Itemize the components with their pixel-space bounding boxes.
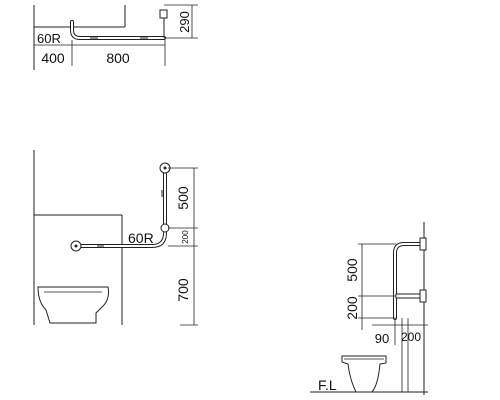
front-dim-vertical: 500 — [175, 186, 191, 210]
side-handrail — [393, 242, 426, 320]
front-dim-bend-gap: 200 — [181, 230, 190, 244]
plan-view: 290 60R 400 800 — [33, 4, 198, 70]
plan-dim-length: 800 — [106, 50, 130, 66]
side-dim-bracket: 200 — [401, 330, 421, 344]
side-dim-lower: 200 — [344, 296, 360, 320]
plan-handrail — [70, 20, 166, 40]
plan-dim-depth: 290 — [177, 11, 192, 33]
front-radius-label: 60R — [128, 230, 154, 246]
plan-wall-bracket — [159, 9, 168, 19]
floor-level-label: F.L — [318, 377, 337, 393]
side-wall-bracket-bottom — [419, 289, 427, 303]
side-wall-bracket-top — [419, 237, 427, 251]
side-view: 500 200 90 200 F.L — [310, 222, 428, 395]
toilet-bowl — [37, 286, 109, 324]
side-toilet — [341, 355, 387, 393]
front-dim-height: 700 — [175, 278, 191, 302]
front-view: 60R 500 200 700 — [33, 150, 198, 326]
side-dim-vertical: 500 — [344, 258, 360, 282]
plan-radius-label: 60R — [37, 31, 61, 46]
plan-dim-wall-offset: 400 — [41, 50, 65, 66]
front-bracket-mid — [160, 223, 170, 233]
side-dim-wall-offset: 90 — [375, 331, 389, 346]
